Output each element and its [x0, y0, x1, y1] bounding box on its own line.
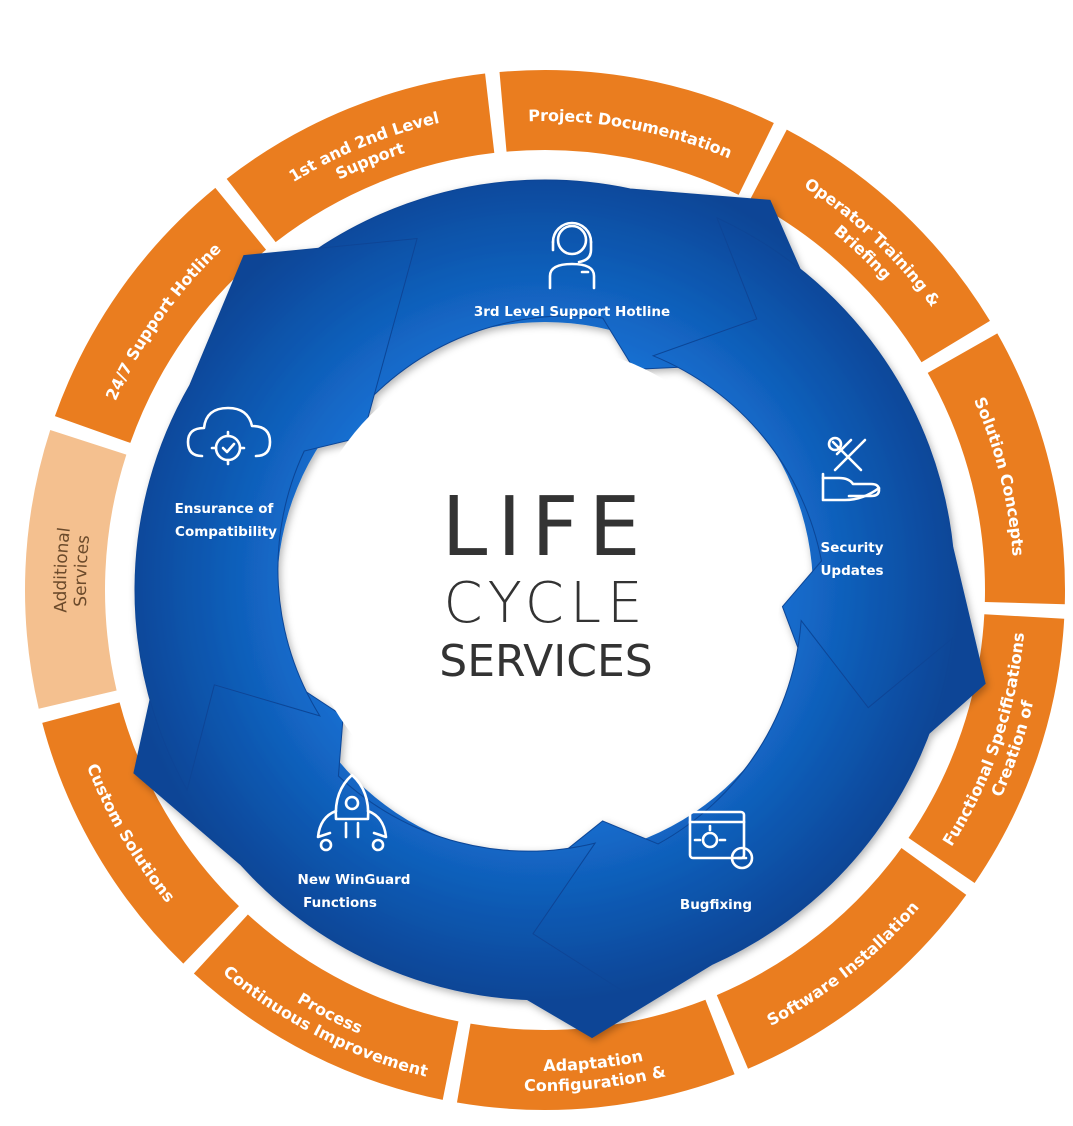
cycle-nodes: 3rd Level Support Hotline Security Updat… [175, 221, 884, 913]
ring-segment-project-documentation [499, 70, 774, 195]
ring-segment-first-second-level-support [226, 73, 495, 243]
rocket-icon [316, 773, 388, 852]
ring-segment-configuration-adaptation [456, 999, 735, 1110]
center-title-life: LIFE [442, 480, 651, 575]
center-disc [300, 345, 780, 825]
ring-segment-support-hotline-247 [54, 187, 267, 443]
center-title-services: SERVICES [439, 636, 652, 687]
outer-service-ring [24, 70, 1065, 1110]
center-title: LIFE CYCLE SERVICES [439, 480, 652, 687]
ring-segment-operator-training [749, 129, 990, 363]
node-label-security-updates-2: Updates [820, 563, 883, 579]
ring-segment-functional-specifications [908, 614, 1065, 883]
cycle-arrow-5 [134, 237, 418, 792]
ring-label-additional-services-1: Additional [51, 526, 75, 613]
ring-segment-software-installation [716, 847, 967, 1069]
node-label-security-updates-1: Security [820, 540, 883, 556]
bug-window-icon [688, 810, 754, 870]
node-label-third-level-support: 3rd Level Support Hotline [474, 304, 670, 320]
ring-segment-custom-solutions [42, 702, 239, 964]
cycle-arrow-2 [651, 216, 986, 800]
node-label-new-winguard-1: New WinGuard [298, 872, 411, 888]
node-label-ensurance-2: Compatibility [175, 524, 277, 540]
cycle-arrow-3 [441, 619, 953, 1039]
tools-hand-icon [821, 436, 881, 502]
ring-segment-continuous-improvement [193, 914, 459, 1100]
cycle-arrow-4 [133, 602, 626, 1001]
blue-cycle-arrows [133, 179, 986, 1039]
node-label-bugfixing: Bugfixing [680, 897, 752, 913]
cloud-gear-icon [186, 406, 272, 466]
node-label-ensurance-1: Ensurance of [175, 501, 274, 517]
node-label-new-winguard-2: Functions [303, 895, 377, 911]
ring-segment-solution-concepts [927, 333, 1065, 605]
ring-segment-additional-services [24, 429, 127, 709]
ring-label-additional-services-2: Services [71, 534, 94, 607]
center-title-cycle: CYCLE [444, 571, 649, 636]
support-agent-icon [548, 221, 596, 290]
